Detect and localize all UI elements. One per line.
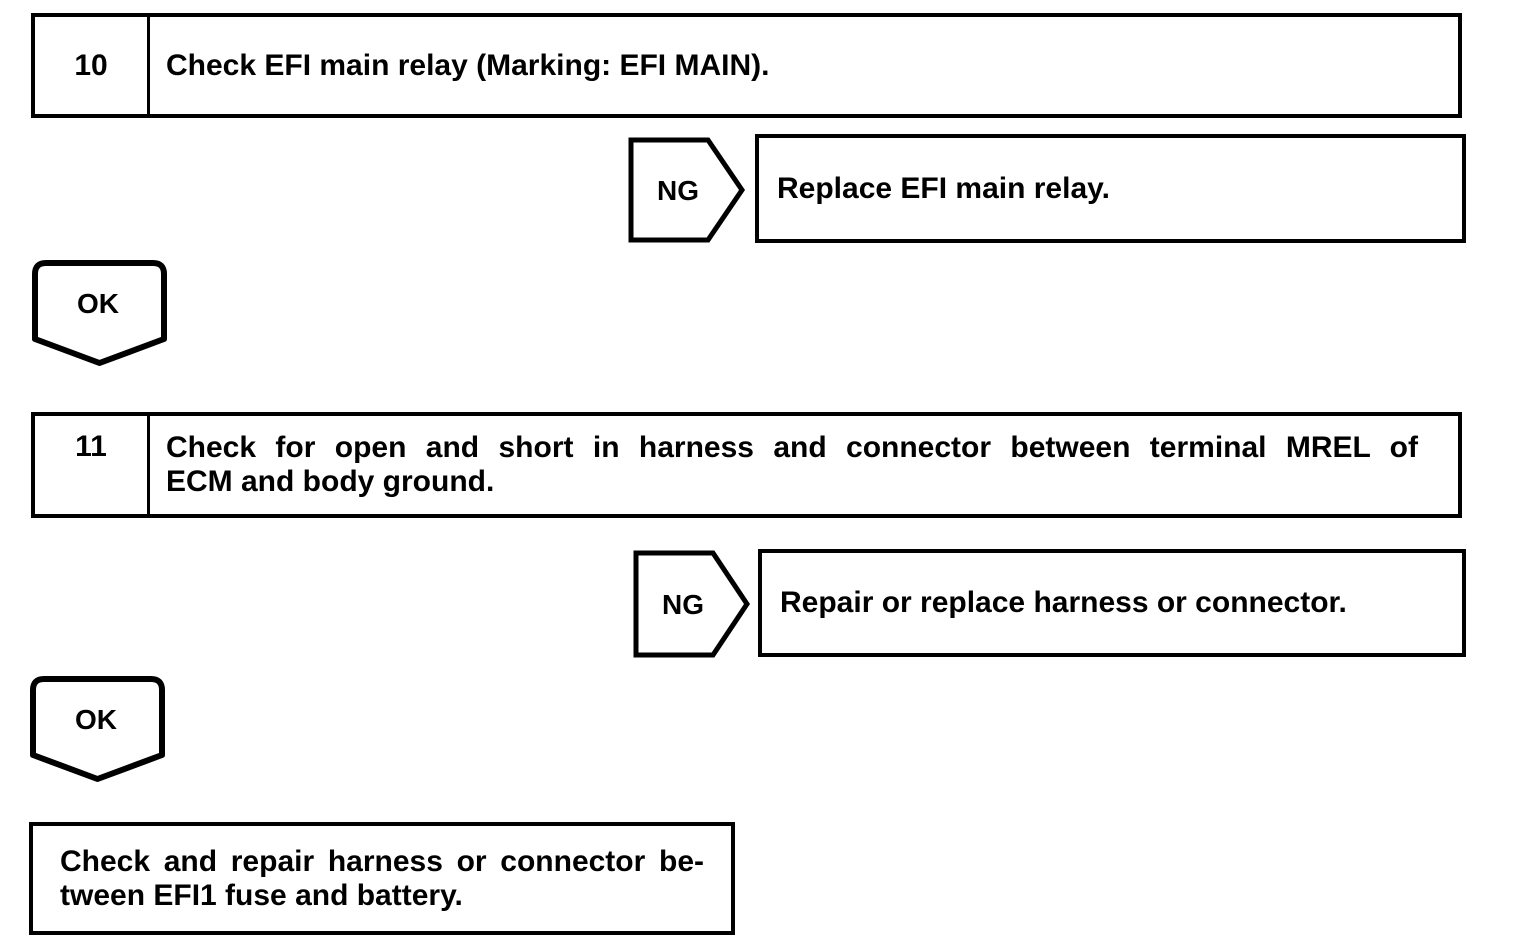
ng-pentagon-shape-1: [628, 137, 746, 243]
instruction-line: Check for open and short in harness and …: [166, 431, 1418, 464]
step-11-number: 11: [75, 430, 107, 463]
step-10-instruction: Check EFI main relay (Marking: EFI MAIN)…: [150, 17, 1458, 114]
step-11-instruction: Check for open and short in harness and …: [150, 416, 1458, 514]
terminal-line: tween EFI1 fuse and battery.: [60, 878, 463, 912]
ok-arrow-1: OK: [32, 260, 167, 366]
ng-result-box-2: Repair or replace harness or connector.: [758, 549, 1466, 657]
ok-label-2: OK: [75, 704, 117, 735]
ng-arrow-1: NG: [628, 137, 746, 243]
instruction-line: Check EFI main relay (Marking: EFI MAIN)…: [166, 48, 770, 82]
instruction-line: ECM and body ground.: [166, 465, 495, 498]
ok-label-1: OK: [77, 288, 119, 319]
step-11-number-cell: 11: [35, 416, 150, 514]
terminal-line: Check and repair harness or connector be…: [60, 844, 704, 878]
terminal-action-box: Check and repair harness or connector be…: [29, 822, 735, 935]
ng-result-text-1: Replace EFI main relay.: [777, 171, 1110, 205]
ng-result-box-1: Replace EFI main relay.: [755, 134, 1466, 243]
ng-label-1: NG: [657, 175, 699, 206]
ng-label-2: NG: [662, 589, 704, 620]
ok-arrow-2: OK: [30, 676, 165, 782]
ng-arrow-2: NG: [633, 550, 751, 658]
ng-pentagon-shape-2: [633, 550, 751, 658]
ok-pentagon-shape-2: [30, 676, 165, 782]
step-10-box: 10 Check EFI main relay (Marking: EFI MA…: [31, 13, 1462, 118]
step-10-number: 10: [74, 48, 108, 82]
step-11-box: 11 Check for open and short in harness a…: [31, 412, 1462, 518]
step-10-number-cell: 10: [35, 17, 150, 114]
ng-result-text-2: Repair or replace harness or connector.: [780, 586, 1347, 619]
ok-pentagon-shape-1: [32, 260, 167, 366]
